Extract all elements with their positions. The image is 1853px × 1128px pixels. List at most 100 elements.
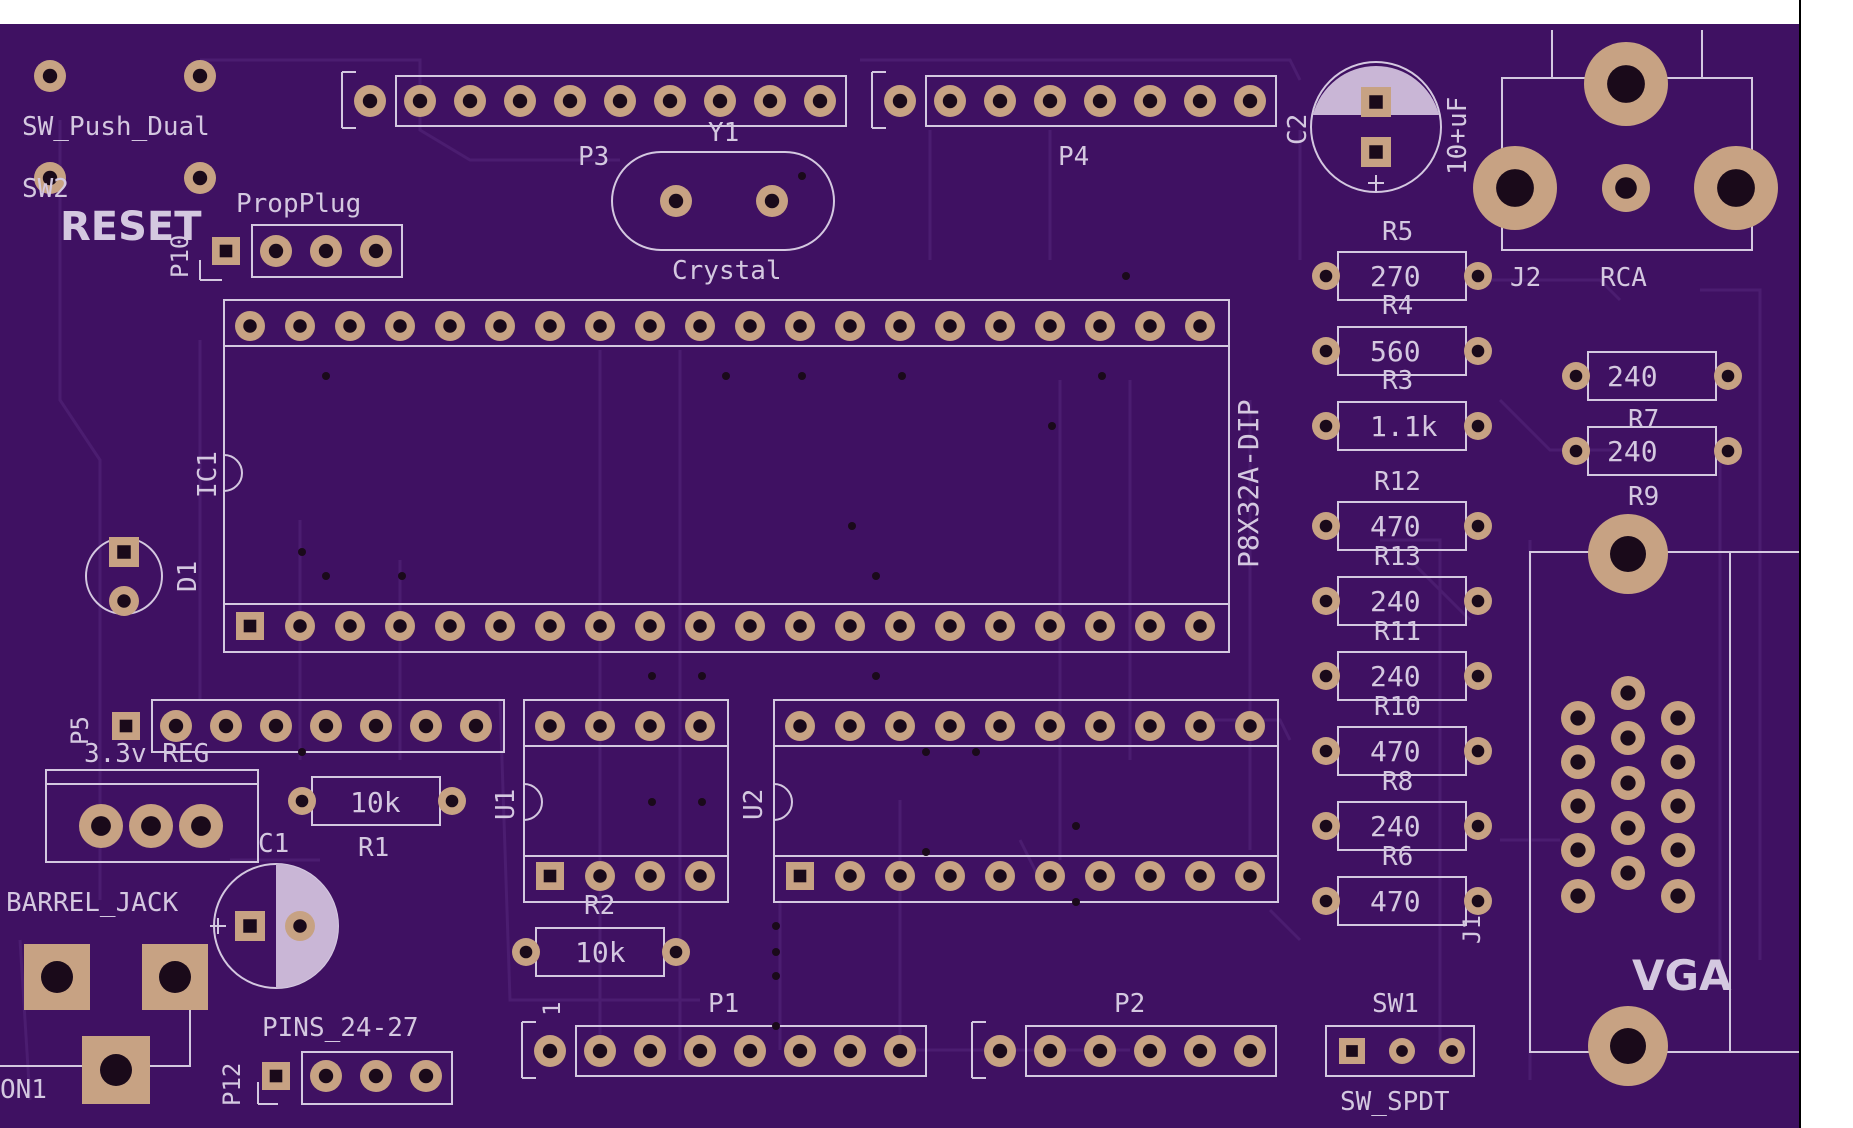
pad-hole	[1570, 798, 1586, 814]
pad-hole	[269, 1069, 283, 1083]
pad-hole	[1143, 869, 1157, 883]
pad-hole	[893, 619, 907, 633]
value-r8: 240	[1370, 810, 1421, 843]
via	[798, 372, 806, 380]
pad-hole	[892, 93, 908, 109]
pad-hole	[543, 719, 557, 733]
label-c2-value: 10+uF	[1443, 97, 1473, 175]
label-propplug: PropPlug	[236, 189, 361, 219]
pad-hole	[1471, 669, 1485, 683]
pad-hole	[1471, 519, 1485, 533]
pad-hole	[742, 1043, 758, 1059]
pad-hole	[1043, 869, 1057, 883]
pad-hole	[793, 869, 807, 883]
via	[922, 748, 930, 756]
c2-outline	[1310, 61, 1442, 193]
value-r-top: 240	[1607, 360, 1658, 393]
via	[772, 922, 780, 930]
pad-hole	[843, 869, 857, 883]
pad-hole	[1620, 685, 1636, 701]
via	[648, 798, 656, 806]
pad-hole	[362, 93, 378, 109]
pad-hole	[843, 719, 857, 733]
pad-hole	[1471, 419, 1485, 433]
pad-hole	[1471, 744, 1485, 758]
pad-hole	[1243, 869, 1257, 883]
value-r11: 240	[1370, 660, 1421, 693]
u1-notch	[523, 783, 543, 821]
label-c1: C1	[258, 829, 289, 859]
p1-outline	[575, 1025, 927, 1077]
pad-hole	[41, 961, 73, 993]
text-labels: SW_Push_Dual SW2 RESET PropPlug P10 P3 Y…	[0, 97, 1732, 1117]
pad-hole	[393, 619, 407, 633]
pad-hole	[893, 319, 907, 333]
value-r1: 10k	[350, 786, 401, 819]
label-vga: VGA	[1632, 951, 1732, 1000]
label-r2: R2	[584, 891, 615, 921]
pad-hole	[159, 961, 191, 993]
pad-hole	[243, 619, 257, 633]
pad-hole	[1569, 444, 1583, 458]
pad-hole	[812, 93, 828, 109]
pad-hole	[1620, 820, 1636, 836]
label-sw2: SW2	[22, 174, 69, 204]
label-c2: C2	[1283, 114, 1313, 145]
pad-hole	[218, 718, 234, 734]
via	[1072, 898, 1080, 906]
pad-hole	[418, 718, 434, 734]
label-r1: R1	[358, 833, 389, 863]
via	[698, 798, 706, 806]
pad-hole	[1319, 419, 1333, 433]
label-p2: P2	[1114, 989, 1145, 1019]
board-edge-margin	[1800, 0, 1853, 1128]
pad-hole	[1142, 1043, 1158, 1059]
pad-hole	[192, 68, 208, 84]
p2-outline	[1025, 1025, 1277, 1077]
pad-hole	[1093, 619, 1107, 633]
label-r4: R4	[1382, 291, 1413, 321]
label-crystal: Crystal	[672, 256, 782, 286]
p4-outline	[925, 75, 1277, 127]
pad-hole	[1319, 519, 1333, 533]
pad-hole	[1042, 1043, 1058, 1059]
pad-hole	[1143, 719, 1157, 733]
label-reset: RESET	[60, 204, 202, 250]
p5-outline	[151, 699, 505, 753]
pad-hole	[593, 869, 607, 883]
value-r5: 270	[1370, 260, 1421, 293]
pad-hole	[1396, 1045, 1408, 1057]
pad-hole	[443, 619, 457, 633]
label-y1: Y1	[708, 118, 739, 148]
pad-hole	[593, 619, 607, 633]
pad-hole	[393, 319, 407, 333]
via	[922, 848, 930, 856]
label-pins-24-27: PINS_24-27	[262, 1013, 419, 1043]
pad-hole	[418, 1068, 434, 1084]
pad-hole	[1092, 1043, 1108, 1059]
pins-24-27-outline	[301, 1051, 453, 1105]
via	[898, 372, 906, 380]
pads	[24, 42, 1778, 1104]
via	[298, 548, 306, 556]
pad-hole	[943, 619, 957, 633]
pad-hole	[1192, 1043, 1208, 1059]
pad-hole	[612, 93, 628, 109]
pad-hole	[168, 718, 184, 734]
pad-hole	[293, 319, 307, 333]
pad-hole	[743, 619, 757, 633]
label-r12: R12	[1374, 467, 1421, 497]
pad-hole	[543, 869, 557, 883]
value-r12: 470	[1370, 510, 1421, 543]
pad-hole	[1319, 894, 1333, 908]
pad-hole	[1192, 93, 1208, 109]
value-r6: 470	[1370, 885, 1421, 918]
pad-hole	[942, 93, 958, 109]
pad-hole	[119, 719, 133, 733]
pad-hole	[1193, 619, 1207, 633]
p3-outline	[395, 75, 847, 127]
pad-hole	[642, 1043, 658, 1059]
pad-hole	[793, 319, 807, 333]
via	[798, 172, 806, 180]
pad-hole	[191, 816, 211, 836]
